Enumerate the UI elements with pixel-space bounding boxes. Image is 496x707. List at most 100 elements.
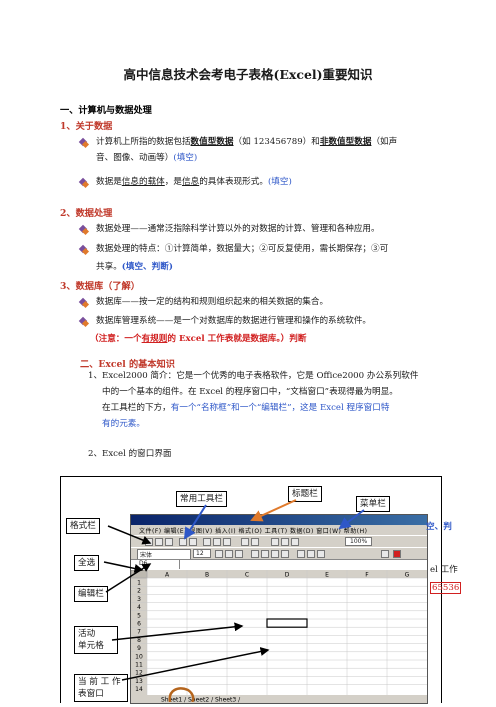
excel-window-heading: 2、Excel 的窗口界面: [88, 449, 172, 459]
bold-icon[interactable]: [215, 550, 223, 558]
numeric-data: 数值型数据: [190, 137, 234, 147]
row-header-14: 14: [135, 686, 143, 693]
row-header-7: 7: [137, 629, 141, 636]
align-left-icon[interactable]: [251, 550, 259, 558]
arrow-menu-bar: [338, 509, 365, 530]
text: （如 123456789）和: [233, 137, 320, 147]
callout-title-bar: 标题栏: [288, 486, 322, 502]
arrow-title-bar: [250, 499, 297, 522]
sub-1-heading: 1、关于数据: [60, 121, 113, 132]
align-right-icon[interactable]: [271, 550, 279, 558]
undo-icon[interactable]: [241, 538, 249, 546]
judge-tag: 判断: [289, 334, 307, 344]
zoom-select[interactable]: 100%: [345, 537, 373, 546]
text: （如声: [371, 137, 398, 147]
text: （注意：一个: [90, 334, 142, 344]
arrow-select-all: [103, 561, 144, 573]
fragment-fill-judge: 空、判: [426, 522, 452, 532]
text: 的 Excel 工作表就是数据库。）: [167, 334, 290, 344]
row-header-10: 10: [135, 653, 143, 660]
currency-icon[interactable]: [297, 550, 305, 558]
underline-icon[interactable]: [235, 550, 243, 558]
text: 当 前 工 作: [78, 677, 121, 687]
excel-intro-1: 1、Excel2000 简介：它是一个优秀的电子表格软件，它是 Office20…: [88, 371, 419, 381]
fragment-excel-sheet: el 工作: [430, 565, 458, 575]
excel-intro-4: 有的元素。: [102, 419, 145, 429]
row-header-1: 1: [137, 580, 141, 587]
arrow-current-sheet: [121, 647, 270, 681]
column-header-D: D: [285, 572, 290, 579]
sheet-tab-bar: [131, 695, 427, 703]
excel-figure-frame: [60, 476, 442, 703]
text: 单元格: [78, 641, 104, 651]
excel-menu-items[interactable]: 文件(F) 编辑(E) 视图(V) 插入(I) 格式(O) 工具(T) 数据(D…: [139, 528, 368, 535]
row-header-11: 11: [135, 662, 143, 669]
sum-icon[interactable]: [271, 538, 279, 546]
excel-title-bar: [131, 515, 427, 525]
arrow-format-bar: [107, 525, 152, 545]
paste-icon[interactable]: [223, 538, 231, 546]
column-header-C: C: [245, 572, 249, 579]
excel-format-toolbar: 宋体 12: [131, 547, 427, 560]
fill-color-icon[interactable]: [381, 550, 389, 558]
text: 在工具栏的下方，: [102, 403, 171, 413]
database-def: 数据库——按一定的结构和规则组织起来的相关数据的集合。: [96, 297, 329, 307]
redo-icon[interactable]: [251, 538, 259, 546]
excel-intro-2: 中的一个基本的组件。在 Excel 的程序窗口中，“文档窗口”表现得最为明显。: [102, 387, 398, 397]
sub-3-heading: 3、数据库（了解）: [60, 281, 140, 292]
text: ，是: [164, 177, 182, 187]
save-icon[interactable]: [165, 538, 173, 546]
row-header-8: 8: [137, 637, 141, 644]
data-carrier-line: 数据是信息的载体，是信息的具体表现形式。(填空): [96, 174, 292, 190]
data-processing-features-2: 共享。(填空、判断): [96, 259, 173, 275]
info: 信息: [181, 177, 200, 187]
excel-intro-3: 在工具栏的下方，有一个“名称框”和一个“编辑栏”，这是 Excel 程序窗口特: [102, 400, 389, 416]
fill-judge-tag: (填空、判断): [121, 262, 173, 272]
active-cell: [266, 618, 308, 628]
text: 共享。: [96, 262, 122, 272]
font-color-icon[interactable]: [393, 550, 401, 558]
row-header-4: 4: [137, 604, 141, 611]
page-title: 高中信息技术会考电子表格(Excel)重要知识: [123, 67, 373, 82]
callout-format-bar: 格式栏: [66, 518, 100, 534]
row-header-12: 12: [135, 670, 143, 677]
non-numeric-data: 非数值型数据: [319, 137, 372, 147]
sub-2-heading: 2、数据处理: [60, 208, 113, 219]
row-header-6: 6: [137, 621, 141, 628]
comma-icon[interactable]: [317, 550, 325, 558]
column-header-A: A: [165, 572, 170, 579]
print-icon[interactable]: [179, 538, 187, 546]
row-header-9: 9: [137, 645, 141, 652]
dbms-def: 数据库管理系统——是一个对数据库的数据进行管理和操作的系统软件。: [96, 316, 372, 326]
database-note: （注意：一个有规则的 Excel 工作表就是数据库。）判断: [90, 331, 306, 347]
percent-icon[interactable]: [307, 550, 315, 558]
open-icon[interactable]: [155, 538, 163, 546]
text: 音、图像、动画等）: [96, 153, 174, 163]
font-size-select[interactable]: 12: [193, 549, 211, 558]
arrow-edit-bar: [105, 563, 152, 593]
row-header-13: 13: [135, 678, 143, 685]
column-header-G: G: [405, 572, 410, 579]
data-types-line: 计算机上所指的数据包括数值型数据（如 123456789）和非数值型数据（如声: [96, 134, 436, 150]
sort-icon[interactable]: [281, 538, 289, 546]
callout-common-toolbar: 常用工具栏: [176, 491, 227, 507]
merge-icon[interactable]: [281, 550, 289, 558]
sheet-tab-highlight-circle: [168, 687, 195, 702]
chart-icon[interactable]: [291, 538, 299, 546]
column-header-E: E: [325, 572, 329, 579]
callout-select-all: 全选: [74, 555, 100, 571]
sheet-tabs: Sheet1 / Sheet2 / Sheet3 /: [161, 697, 241, 704]
fill-blank-tag: (填空): [267, 177, 292, 187]
align-center-icon[interactable]: [261, 550, 269, 558]
row-header-2: 2: [137, 588, 141, 595]
row-header-3: 3: [137, 596, 141, 603]
excel-window: 文件(F) 编辑(E) 视图(V) 插入(I) 格式(O) 工具(T) 数据(D…: [130, 514, 428, 704]
text: 计算机上所指的数据包括: [96, 137, 191, 147]
callout-menu-bar: 菜单栏: [356, 496, 390, 512]
name-box-note: 有一个“名称框”和一个“编辑栏”，这是 Excel 程序窗口特: [170, 403, 390, 413]
fragment-65536: 65536: [430, 582, 462, 594]
section-1-heading: 一、计算机与数据处理: [60, 105, 152, 116]
copy-icon[interactable]: [213, 538, 221, 546]
italic-icon[interactable]: [225, 550, 233, 558]
cut-icon[interactable]: [203, 538, 211, 546]
